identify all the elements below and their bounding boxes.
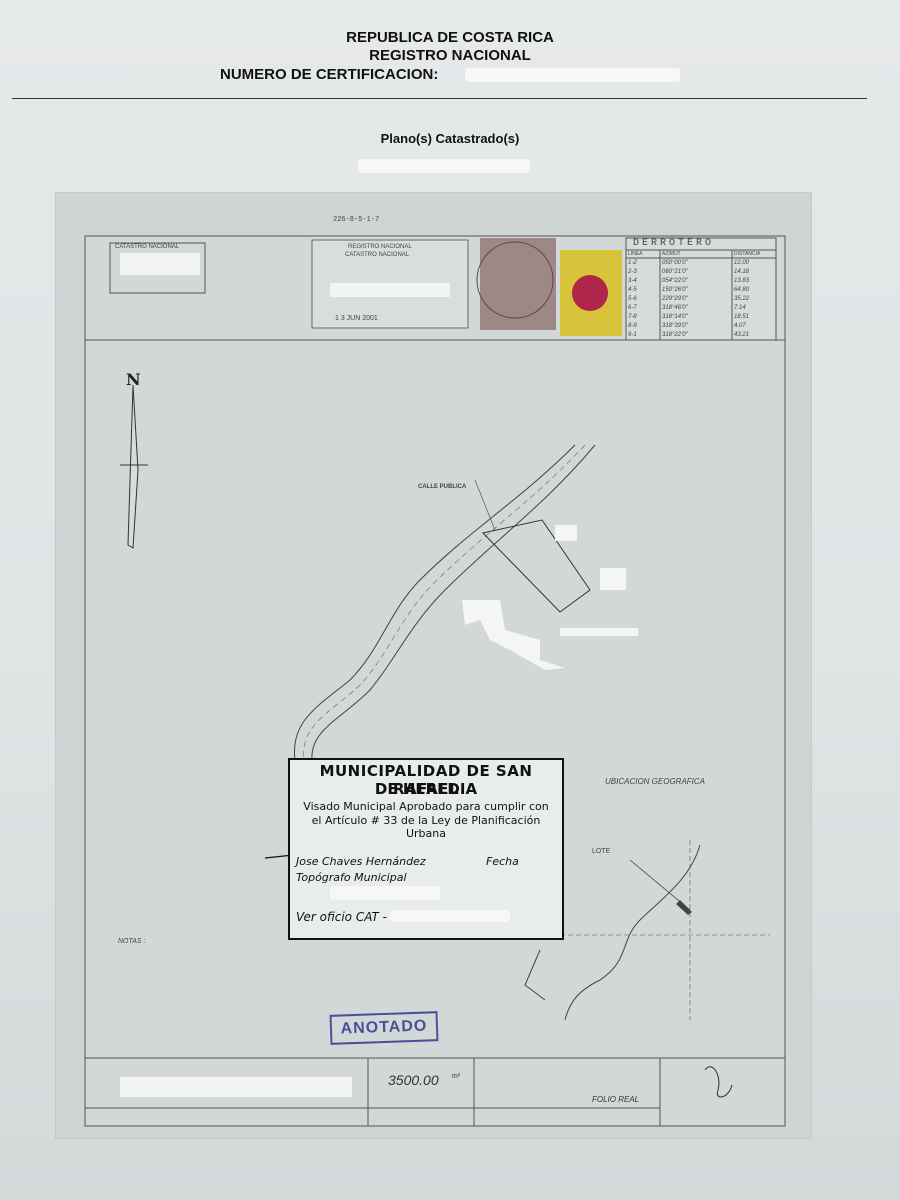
derrotero-cell: 050°00'0": [662, 260, 688, 266]
notas-title: NOTAS :: [118, 938, 146, 945]
redacted-oficio-number: [390, 910, 510, 922]
muni-title: MUNICIPALIDAD DE SAN RAFAEL: [319, 762, 533, 798]
registro-stamp-line1: REGISTRO NACIONAL: [348, 244, 412, 250]
derrotero-cell: 3-4: [628, 278, 637, 284]
folio-real-label: FOLIO REAL: [592, 1095, 640, 1104]
derrotero-cell: 35.22: [734, 296, 750, 302]
derrotero-cell: 6-7: [628, 305, 637, 311]
plan-top-code: 226-8-5-1-7: [333, 216, 380, 224]
derrotero-header: DISTANCIA: [734, 251, 761, 257]
derrotero-cell: 318°46'0": [662, 305, 688, 311]
derrotero-cell: 4.07: [734, 323, 746, 329]
redacted-stamp-date: [330, 886, 440, 900]
derrotero-cell: 43.21: [734, 332, 750, 338]
derrotero-cell: 7-8: [628, 314, 637, 320]
header-cert-label: NUMERO DE CERTIFICACION:: [220, 66, 439, 83]
catastro-box-label: CATASTRO NACIONAL: [115, 244, 180, 250]
derrotero-cell: 318°22'0": [662, 332, 688, 338]
header-rule: [12, 98, 867, 99]
derrotero-cell: 5-6: [628, 296, 637, 302]
muni-title2: DE HEREDIA: [374, 780, 478, 798]
derrotero-cell: 054°22'0": [662, 278, 688, 284]
derrotero-cell: 1-2: [628, 260, 637, 266]
redacted-cert-number: [465, 68, 680, 82]
header-registry: REGISTRO NACIONAL: [369, 47, 531, 64]
subtitle: Plano(s) Catastrado(s): [380, 131, 520, 146]
derrotero-cell: 060°21'0": [662, 269, 688, 275]
area-value: 3500.00: [388, 1072, 439, 1088]
lote-label: LOTE: [592, 848, 611, 855]
header-country: REPUBLICA DE COSTA RICA: [346, 29, 554, 46]
calle-publica-label: CALLE PUBLICA: [418, 484, 467, 490]
muni-line1: Visado Municipal Aprobado para cumplir c…: [303, 800, 549, 813]
muni-signer: Jose Chaves Hernández: [296, 855, 426, 868]
derrotero-cell: 7.14: [734, 305, 746, 311]
registro-stamp-date: 1 3 JUN 2001: [335, 315, 378, 322]
muni-role: Topógrafo Municipal: [296, 871, 407, 884]
derrotero-cell: 12.00: [734, 260, 750, 266]
muni-line2: el Artículo # 33 de la Ley de Planificac…: [311, 814, 541, 840]
derrotero-header: AZIMUT: [662, 251, 681, 257]
muni-oficio: Ver oficio CAT -: [296, 910, 388, 924]
redacted-plan-number: [358, 159, 530, 173]
derrotero-cell: 18.51: [734, 314, 750, 320]
anotado-stamp: ANOTADO: [329, 1011, 439, 1045]
derrotero-cell: 318°14'0": [662, 314, 688, 320]
derrotero-cell: 2-3: [628, 269, 637, 275]
derrotero-cell: 14.18: [734, 269, 750, 275]
derrotero-cell: 8-9: [628, 323, 637, 329]
north-label: N: [126, 370, 141, 389]
area-unit: m²: [452, 1073, 461, 1080]
derrotero-cell: 13.83: [734, 278, 750, 284]
derrotero-header: LINEA: [628, 251, 643, 257]
derrotero-cell: 9-1: [628, 332, 637, 338]
municipal-stamp: MUNICIPALIDAD DE SAN RAFAEL DE HEREDIA V…: [288, 758, 564, 940]
derrotero-cell: 150°26'0": [662, 287, 688, 293]
derrotero-cell: 229°29'0": [662, 296, 688, 302]
ubicacion-label: UBICACION GEOGRAFICA: [605, 777, 706, 786]
registro-stamp-line2: CATASTRO NACIONAL: [345, 252, 410, 258]
muni-fecha: Fecha: [486, 855, 519, 868]
derrotero-cell: 4-5: [628, 287, 637, 293]
derrotero-title: DERROTERO: [633, 238, 715, 249]
derrotero-cell: 318°39'0": [662, 323, 688, 329]
derrotero-cell: 64.80: [734, 287, 750, 293]
